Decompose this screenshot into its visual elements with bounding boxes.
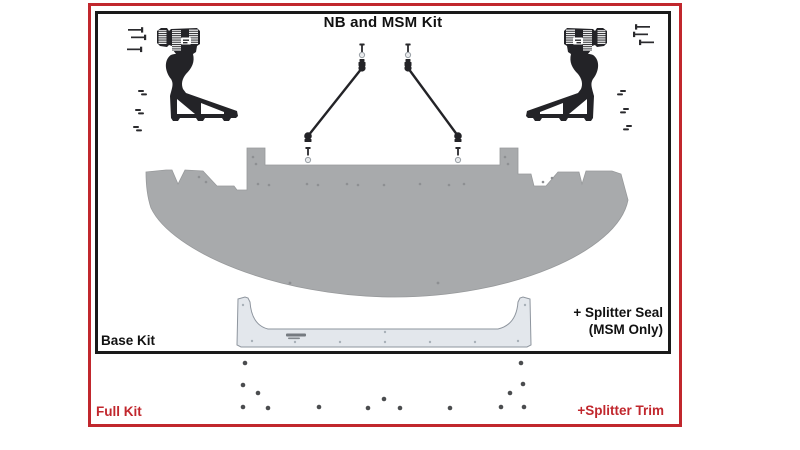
left-mounting-bracket bbox=[157, 28, 238, 121]
screw-icon bbox=[127, 27, 147, 53]
splitter-seal-label-line1: + Splitter Seal bbox=[573, 305, 663, 320]
screw-icon bbox=[633, 24, 654, 46]
seal-logo-mark bbox=[286, 333, 306, 340]
diagram-title: NB and MSM Kit bbox=[323, 14, 443, 31]
bolt-icon bbox=[133, 90, 147, 132]
splitter-panel bbox=[145, 147, 629, 298]
splitter-seal bbox=[236, 296, 532, 348]
left-bracket-screws bbox=[127, 27, 147, 132]
splitter-seal-label: + Splitter Seal (MSM Only) bbox=[463, 304, 663, 338]
trim-fasteners bbox=[240, 360, 527, 411]
full-kit-label: Full Kit bbox=[96, 404, 142, 419]
base-kit-frame bbox=[95, 11, 671, 354]
splitter-seal-label-line2: (MSM Only) bbox=[588, 322, 663, 337]
left-support-rod bbox=[304, 43, 366, 164]
full-kit-frame bbox=[88, 3, 682, 427]
seal-rivet-holes bbox=[241, 303, 527, 344]
right-support-rod bbox=[404, 43, 462, 164]
right-bracket-screws bbox=[617, 24, 654, 131]
splitter-trim-label: +Splitter Trim bbox=[577, 403, 664, 418]
bolt-icon bbox=[617, 90, 632, 131]
right-mounting-bracket bbox=[526, 28, 607, 121]
panel-rivet-holes bbox=[197, 155, 554, 285]
base-kit-label: Base Kit bbox=[101, 333, 156, 348]
